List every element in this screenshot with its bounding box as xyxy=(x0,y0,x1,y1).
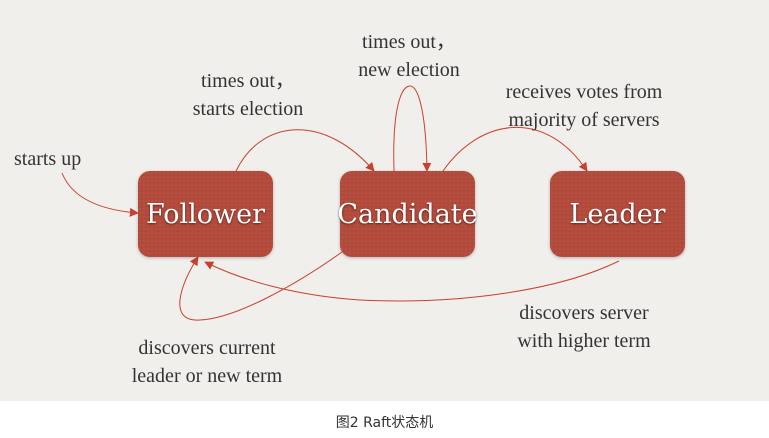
label-line: times out， xyxy=(362,31,456,53)
transition-arrows xyxy=(61,85,620,321)
label-candidate-to-leader: receives votes from majority of servers xyxy=(492,78,676,134)
arrow-candidate-to-leader xyxy=(442,126,588,172)
label-candidate-self-loop: times out， new election xyxy=(346,28,472,84)
label-line: discovers server xyxy=(519,302,649,324)
label-starts-up: starts up xyxy=(14,148,82,170)
label-line: starts election xyxy=(192,98,304,120)
diagram-canvas: Follower Candidate Leader starts up time… xyxy=(0,0,769,401)
label-line: times out， xyxy=(201,70,295,92)
state-leader: Leader xyxy=(550,171,685,257)
arrow-candidate-to-follower xyxy=(179,251,343,321)
state-candidate: Candidate xyxy=(337,171,478,257)
label-candidate-to-follower: discovers current leader or new term xyxy=(115,334,299,390)
label-line: with higher term xyxy=(517,330,651,352)
label-leader-to-follower: discovers server with higher term xyxy=(502,299,666,355)
label-line: discovers current xyxy=(138,337,276,359)
arrow-leader-to-follower xyxy=(204,260,620,302)
arrow-candidate-self-loop xyxy=(393,85,432,172)
arrow-start xyxy=(61,172,139,217)
label-line: new election xyxy=(358,59,460,81)
arrow-follower-to-candidate xyxy=(235,129,375,172)
label-line: leader or new term xyxy=(131,365,283,387)
label-follower-to-candidate: times out， starts election xyxy=(178,67,318,123)
label-line: receives votes from xyxy=(505,81,663,103)
state-follower: Follower xyxy=(138,171,273,257)
label-line: majority of servers xyxy=(508,109,660,131)
figure-caption: 图2 Raft状态机 xyxy=(335,415,434,431)
